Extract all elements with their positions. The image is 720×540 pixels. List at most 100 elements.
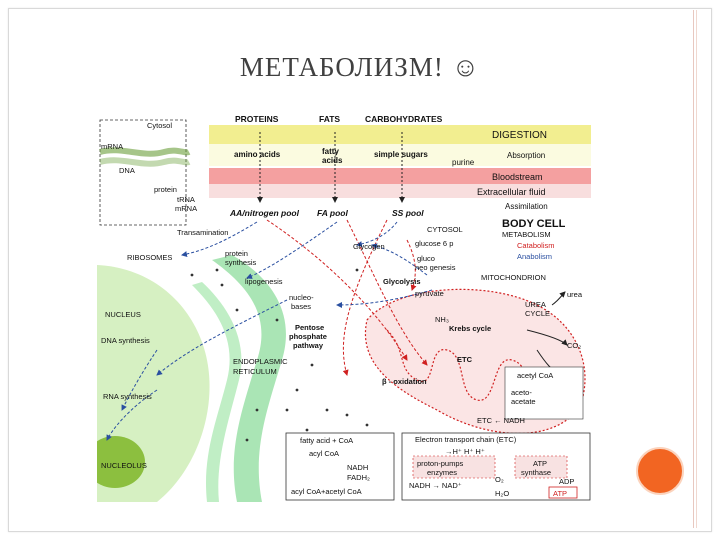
cytosol-box xyxy=(99,119,187,226)
label-glycogen: Glycogen xyxy=(353,242,385,251)
label-urea-cycle-1: UREA xyxy=(525,300,546,309)
label-extracellular: Extracellular fluid xyxy=(477,187,546,197)
beta-oxidation-box xyxy=(285,432,395,501)
label-dna: DNA xyxy=(119,166,135,175)
label-bloodstream: Bloodstream xyxy=(492,172,543,182)
label-catabolism: Catabolism xyxy=(517,241,555,250)
label-etc-title: Electron transport chain (ETC) xyxy=(415,435,517,444)
label-trna: tRNA xyxy=(177,195,195,204)
label-purine: purine xyxy=(452,158,475,167)
label-glycolysis: Glycolysis xyxy=(383,277,421,286)
label-amino-acids: amino acids xyxy=(234,150,281,159)
label-atp-synthase-2: synthase xyxy=(521,468,551,477)
label-nucleobases-1: nucleo- xyxy=(289,293,314,302)
label-etc-nadh: ETC ← NADH xyxy=(477,416,525,425)
label-fatty-1: fatty xyxy=(322,147,339,156)
label-etc: ETC xyxy=(457,355,473,364)
label-er-1: ENDOPLASMIC xyxy=(233,357,288,366)
proton-pumps-box xyxy=(412,455,496,479)
catabolism-arrow-4 xyxy=(342,219,388,376)
metabolism-diagram-svg: PROTEINS FATS CARBOHYDRATES DIGESTION Ab… xyxy=(97,114,591,502)
label-fa-coa: fatty acid + CoA xyxy=(300,436,353,445)
label-nh3: NH₃ xyxy=(435,315,449,324)
label-nucleus: NUCLEUS xyxy=(105,310,141,319)
mitochondrion-cristae xyxy=(386,329,548,401)
metabolism-diagram: PROTEINS FATS CARBOHYDRATES DIGESTION Ab… xyxy=(97,110,591,502)
arrow-to-co2 xyxy=(526,329,568,346)
label-er-2: RETICULUM xyxy=(233,367,277,376)
label-urea: urea xyxy=(567,290,583,299)
label-dna-synthesis: DNA synthesis xyxy=(101,336,150,345)
label-h2o: H₂O xyxy=(495,489,509,498)
label-rna-synthesis: RNA synthesis xyxy=(103,392,152,401)
label-acyl-acetyl: acyl CoA+acetyl CoA xyxy=(291,487,362,496)
catabolism-arrow-1 xyxy=(266,219,408,361)
decorative-rule-inner xyxy=(696,10,697,528)
label-hplus: →H⁺ H⁺ H⁺ xyxy=(445,447,485,456)
bloodstream-band xyxy=(209,168,591,184)
label-nucleolus: NUCLEOLUS xyxy=(101,461,147,470)
label-digestion: DIGESTION xyxy=(492,130,547,141)
label-fa-pool: FA pool xyxy=(317,208,348,218)
mrna-strand xyxy=(99,147,191,157)
label-absorption: Absorption xyxy=(507,151,545,160)
orange-circle-decoration xyxy=(636,447,684,495)
label-mrna: mRNA xyxy=(101,142,123,151)
label-urea-cycle-2: CYCLE xyxy=(525,309,550,318)
label-acyl-coa: acyl CoA xyxy=(309,449,339,458)
label-lipogenesis: lipogenesis xyxy=(245,277,283,286)
label-ribosomes: RIBOSOMES xyxy=(127,253,172,262)
anabolism-arrow-4 xyxy=(156,299,288,376)
label-gluconeo-2: neo genesis xyxy=(415,263,456,272)
label-fadh2: FADH₂ xyxy=(347,473,370,482)
acetyl-coa-box xyxy=(504,366,584,420)
label-pyruvate: pyruvate xyxy=(415,289,444,298)
label-aa-pool: AA/nitrogen pool xyxy=(229,208,300,218)
label-fats: FATS xyxy=(319,114,340,124)
anabolism-arrow-7 xyxy=(336,289,433,308)
anabolism-arrow-2 xyxy=(246,221,338,279)
label-ketone-1: aceto- xyxy=(511,388,532,397)
label-carbohydrates: CARBOHYDRATES xyxy=(365,114,443,124)
label-anabolism: Anabolism xyxy=(517,252,552,261)
catabolism-arrow-2 xyxy=(346,219,428,366)
label-ketone-2: acetate xyxy=(511,397,536,406)
cytoplasm-dots xyxy=(190,268,369,442)
label-cytosol-left: Cytosol xyxy=(147,121,172,130)
label-proteins: PROTEINS xyxy=(235,114,279,124)
atp-synthase-box xyxy=(514,455,568,479)
label-glucose6p: glucose 6 p xyxy=(415,239,453,248)
er-shape xyxy=(212,255,286,502)
label-acetyl-coa: acetyl CoA xyxy=(517,371,553,380)
extracellular-band xyxy=(209,184,591,198)
label-body-cell: BODY CELL xyxy=(502,218,566,230)
label-krebs: Krebs cycle xyxy=(449,324,491,333)
nucleolus-shape xyxy=(97,436,145,488)
label-cytosol-right: CYTOSOL xyxy=(427,225,463,234)
er-shape-2 xyxy=(192,282,242,502)
label-o2: O₂ xyxy=(495,475,504,484)
label-proton-pumps: proton-pumps xyxy=(417,459,464,468)
label-enzymes: enzymes xyxy=(427,468,457,477)
catabolism-arrow-3 xyxy=(406,239,417,291)
label-fatty-2: acids xyxy=(322,156,343,165)
label-gluconeo-1: gluco xyxy=(417,254,435,263)
label-pentose-1: Pentose xyxy=(295,323,324,332)
label-atp: ATP xyxy=(553,489,567,498)
label-protein-synthesis-1: protein xyxy=(225,249,248,258)
label-mitochondrion: MITOCHONDRION xyxy=(481,273,546,282)
label-simple-sugars: simple sugars xyxy=(374,150,428,159)
label-beta-oxidation: β - oxidation xyxy=(382,377,427,386)
label-protein: protein xyxy=(154,185,177,194)
anabolism-arrow-8 xyxy=(371,243,428,276)
slide-title: МЕТАБОЛИЗМ! ☺ xyxy=(239,52,481,82)
anabolism-arrow-1 xyxy=(181,221,258,257)
label-nucleobases-2: bases xyxy=(291,302,311,311)
slide-frame xyxy=(8,8,712,532)
anabolism-arrow-5 xyxy=(121,349,158,411)
label-adp: ADP xyxy=(559,477,574,486)
label-metabolism: METABOLISM xyxy=(502,230,551,239)
label-pentose-3: pathway xyxy=(293,341,324,350)
anabolism-arrow-6 xyxy=(106,389,158,441)
